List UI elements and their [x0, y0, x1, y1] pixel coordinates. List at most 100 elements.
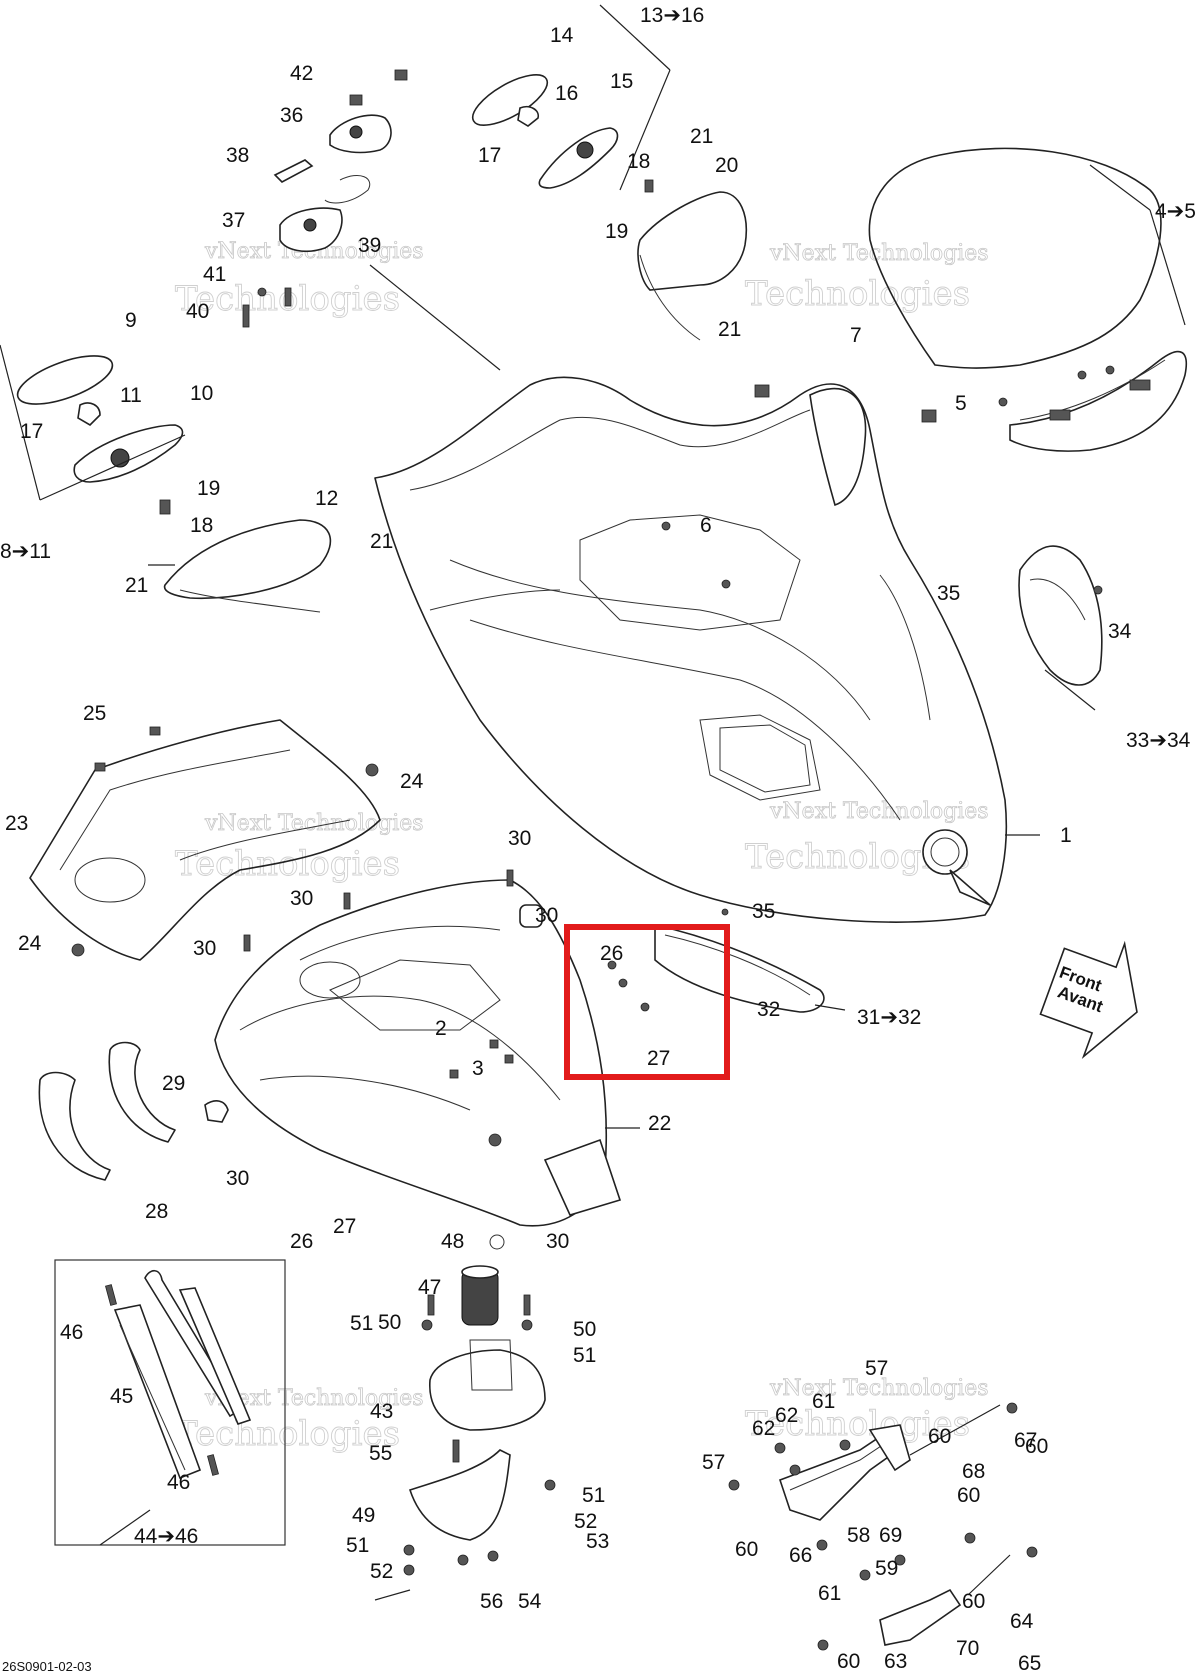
- callout-3: 3: [472, 1057, 484, 1080]
- callout-32: 32: [757, 998, 780, 1021]
- callout-22: 22: [648, 1112, 671, 1135]
- callout-48: 48: [441, 1230, 464, 1253]
- callout-29: 29: [162, 1072, 185, 1095]
- watermark: vNext Technologies: [769, 799, 989, 824]
- callout-43: 43: [370, 1400, 393, 1423]
- callout-55: 55: [369, 1442, 392, 1465]
- left-mirror-parts: [16, 355, 332, 613]
- callout-64: 64: [1010, 1610, 1034, 1633]
- callout-18: 18: [190, 514, 213, 537]
- callout-50: 50: [573, 1318, 596, 1341]
- range-label: 31➔32: [857, 1006, 921, 1029]
- callout-21: 21: [690, 125, 713, 148]
- watermark: vNext Technologies: [769, 241, 989, 266]
- callout-10: 10: [190, 382, 213, 405]
- callout-54: 54: [518, 1590, 542, 1613]
- callout-19: 19: [605, 220, 628, 243]
- callout-36: 36: [280, 104, 303, 127]
- bracket-parts: [728, 1402, 1038, 1651]
- callout-40: 40: [186, 300, 209, 323]
- callout-60: 60: [735, 1538, 758, 1561]
- callout-60: 60: [837, 1650, 860, 1673]
- callout-66: 66: [789, 1544, 812, 1567]
- callout-70: 70: [956, 1637, 979, 1660]
- callout-21: 21: [125, 574, 148, 597]
- highlight-box: [564, 924, 730, 1080]
- callout-63: 63: [884, 1650, 907, 1673]
- callout-51: 51: [573, 1344, 596, 1367]
- watermark: Technologies: [175, 1414, 400, 1454]
- watermarks: vNext Technologies Technologies vNext Te…: [175, 239, 989, 1455]
- steering-parts: [403, 1234, 556, 1576]
- callout-61: 61: [818, 1582, 841, 1605]
- callout-21: 21: [370, 530, 393, 553]
- watermark: vNext Technologies: [769, 1376, 989, 1401]
- leader-lines: [0, 4, 1186, 1601]
- callout-24: 24: [400, 770, 424, 793]
- callout-60: 60: [1025, 1435, 1048, 1458]
- side-vent-parts: [1018, 545, 1103, 686]
- callout-27: 27: [333, 1215, 356, 1238]
- callout-49: 49: [352, 1504, 375, 1527]
- callout-26: 26: [600, 942, 623, 965]
- callout-42: 42: [290, 62, 313, 85]
- callout-51: 51: [350, 1312, 373, 1335]
- callout-30: 30: [535, 904, 558, 927]
- callout-23: 23: [5, 812, 28, 835]
- callout-35: 35: [937, 582, 960, 605]
- callout-14: 14: [550, 24, 574, 47]
- callout-50: 50: [378, 1311, 401, 1334]
- callout-16: 16: [555, 82, 578, 105]
- callout-60: 60: [928, 1425, 951, 1448]
- callout-62: 62: [775, 1404, 798, 1427]
- hand-strap-parts: [38, 1041, 229, 1181]
- callout-9: 9: [125, 309, 137, 332]
- callout-51: 51: [582, 1484, 605, 1507]
- callout-18: 18: [627, 150, 650, 173]
- callout-21: 21: [718, 318, 741, 341]
- callout-30: 30: [193, 937, 216, 960]
- callout-30: 30: [226, 1167, 249, 1190]
- hood-assembly: [374, 376, 1008, 923]
- callout-11: 11: [120, 384, 142, 407]
- callout-38: 38: [226, 144, 249, 167]
- callout-56: 56: [480, 1590, 503, 1613]
- diagram-code: 26S0901-02-03: [2, 1659, 92, 1674]
- side-panel-31-32: [607, 908, 825, 1013]
- left-cover-parts: [29, 719, 381, 961]
- callout-30: 30: [508, 827, 531, 850]
- range-label: 13➔16: [640, 4, 704, 27]
- callout-15: 15: [610, 70, 633, 93]
- watermark: vNext Technologies: [204, 811, 424, 836]
- cluster-parts: [242, 69, 408, 328]
- callout-60: 60: [957, 1484, 980, 1507]
- callout-41: 41: [203, 263, 226, 286]
- callout-19: 19: [197, 477, 220, 500]
- callout-47: 47: [418, 1276, 441, 1299]
- callout-62: 62: [752, 1417, 775, 1440]
- callout-39: 39: [358, 234, 381, 257]
- range-label: 8➔11: [0, 540, 51, 563]
- front-direction-arrow: Front Avant: [1039, 940, 1138, 1060]
- callout-34: 34: [1108, 620, 1132, 643]
- right-mirror-parts: [471, 74, 747, 341]
- callout-53: 53: [586, 1530, 609, 1553]
- callout-25: 25: [83, 702, 106, 725]
- callout-52: 52: [370, 1560, 393, 1583]
- callout-68: 68: [962, 1460, 985, 1483]
- callout-45: 45: [110, 1385, 133, 1408]
- callout-30: 30: [546, 1230, 569, 1253]
- callout-60: 60: [962, 1590, 985, 1613]
- callout-57: 57: [865, 1357, 888, 1380]
- callout-59: 59: [875, 1557, 898, 1580]
- callout-51: 51: [346, 1534, 369, 1557]
- callout-7: 7: [850, 324, 862, 347]
- callout-30: 30: [290, 887, 313, 910]
- callout-52: 52: [574, 1510, 597, 1533]
- callout-20: 20: [715, 154, 738, 177]
- callout-46: 46: [60, 1321, 83, 1344]
- callout-57: 57: [702, 1451, 725, 1474]
- callout-12: 12: [315, 487, 338, 510]
